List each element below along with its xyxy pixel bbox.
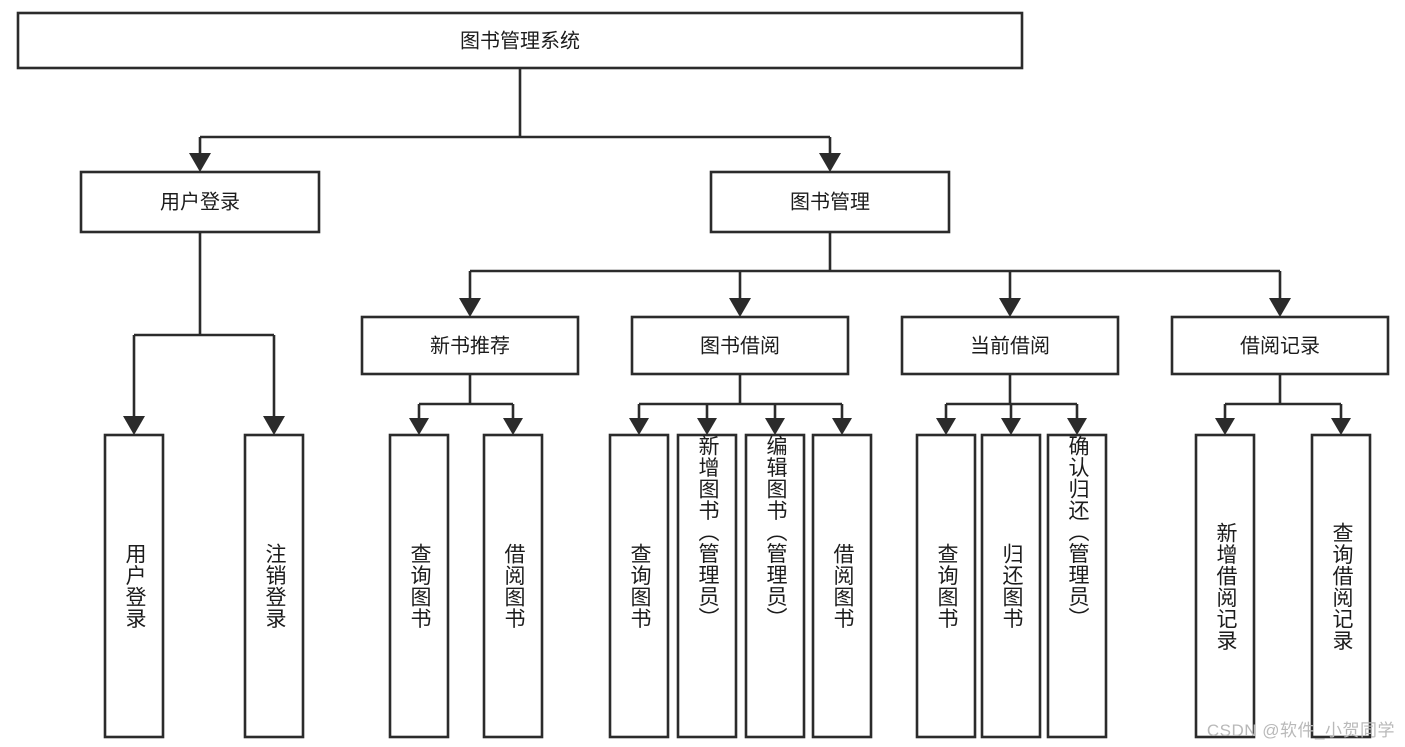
node-book-borrow-box[interactable] (630, 315, 850, 376)
arrowhead-new-book-recommend (459, 298, 481, 317)
arrowhead-leaf-query-record (1331, 418, 1351, 435)
node-book-borrow[interactable]: 图书借阅 (630, 315, 850, 376)
node-current-borrow[interactable]: 当前借阅 (900, 315, 1120, 376)
node-user-login[interactable]: 用户登录 (79, 170, 321, 234)
node-borrow-record-box[interactable] (1170, 315, 1390, 376)
arrowhead-leaf-borrow-book-br (832, 418, 852, 435)
leaf-box-edit-book[interactable] (744, 433, 806, 739)
node-root-label: 图书管理系统 (460, 29, 580, 52)
node-book-manage-box[interactable] (709, 170, 951, 234)
node-book-manage[interactable]: 图书管理 (709, 170, 951, 234)
node-current-borrow-label: 当前借阅 (970, 334, 1050, 357)
leaf-box-query-book-rec[interactable] (388, 433, 450, 739)
arrowhead-user-login (189, 153, 211, 172)
leaf-box-return-book[interactable] (980, 433, 1042, 739)
leaf-box-add-record[interactable] (1194, 433, 1256, 739)
arrowhead-leaf-query-book-cb (936, 418, 956, 435)
arrowhead-current-borrow (999, 298, 1021, 317)
node-root[interactable]: 图书管理系统 (16, 11, 1024, 70)
leaf-box-user-logout[interactable] (243, 433, 305, 739)
arrowhead-book-borrow (729, 298, 751, 317)
arrowhead-leaf-confirm-return (1067, 418, 1087, 435)
node-root-box[interactable] (16, 11, 1024, 70)
arrowhead-leaf-add-record (1215, 418, 1235, 435)
leaf-box-confirm-return[interactable] (1046, 433, 1108, 739)
leaf-box-borrow-book-rec[interactable] (482, 433, 544, 739)
arrowhead-leaf-user-login (123, 416, 145, 435)
node-new-book-recommend-box[interactable] (360, 315, 580, 376)
node-borrow-record[interactable]: 借阅记录 (1170, 315, 1390, 376)
arrowhead-borrow-record (1269, 298, 1291, 317)
node-user-login-label: 用户登录 (160, 190, 240, 213)
arrowhead-leaf-return-book (1001, 418, 1021, 435)
node-new-book-recommend-label: 新书推荐 (430, 334, 510, 357)
leaf-box-query-record[interactable] (1310, 433, 1372, 739)
node-book-manage-label: 图书管理 (790, 190, 870, 213)
node-new-book-recommend[interactable]: 新书推荐 (360, 315, 580, 376)
node-book-borrow-label: 图书借阅 (700, 334, 780, 357)
node-current-borrow-box[interactable] (900, 315, 1120, 376)
arrowhead-leaf-query-book-rec (409, 418, 429, 435)
arrowhead-book-manage (819, 153, 841, 172)
arrowhead-leaf-borrow-book-rec (503, 418, 523, 435)
arrowhead-leaf-add-book (697, 418, 717, 435)
csdn-watermark: CSDN @软件_小贺同学 (1206, 721, 1395, 740)
leaf-box-layer (103, 433, 1372, 739)
leaf-box-add-book[interactable] (676, 433, 738, 739)
arrowhead-leaf-query-book-br (629, 418, 649, 435)
node-borrow-record-label: 借阅记录 (1240, 334, 1320, 357)
node-user-login-box[interactable] (79, 170, 321, 234)
arrowhead-leaf-edit-book (765, 418, 785, 435)
leaf-box-query-book-br[interactable] (608, 433, 670, 739)
connector-layer (123, 68, 1351, 435)
leaf-box-user-login[interactable] (103, 433, 165, 739)
arrowhead-leaf-user-logout (263, 416, 285, 435)
leaf-box-borrow-book-br[interactable] (811, 433, 873, 739)
leaf-box-query-book-cb[interactable] (915, 433, 977, 739)
